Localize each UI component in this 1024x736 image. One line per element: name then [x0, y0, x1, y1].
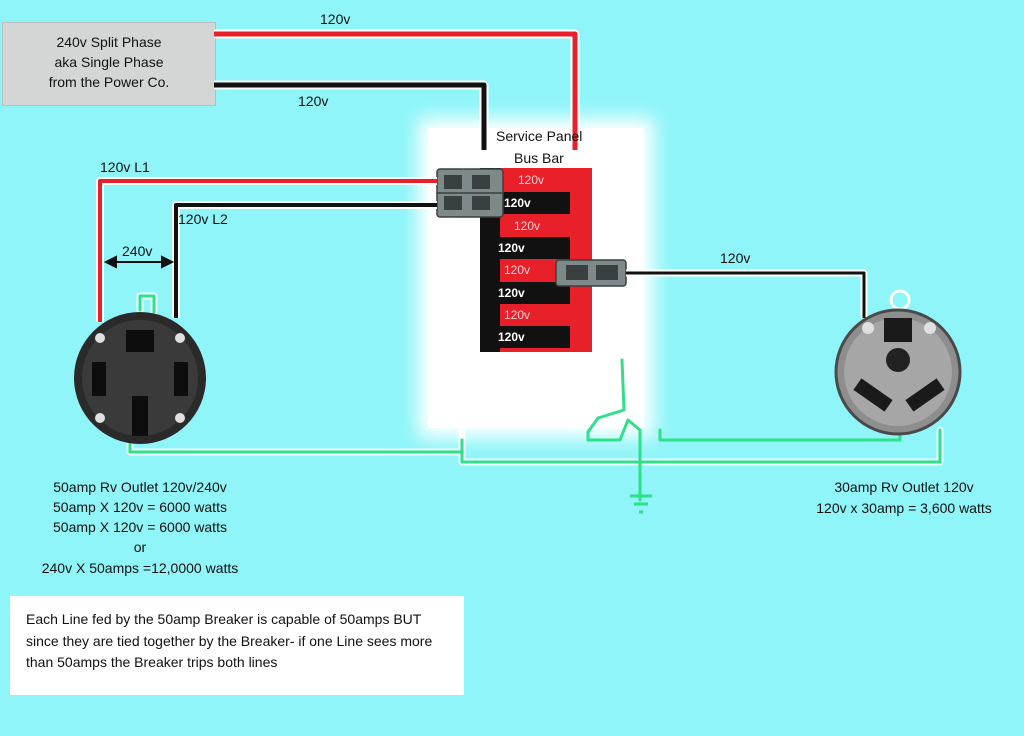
l2-black-wire [174, 203, 437, 318]
panel-subtitle: Bus Bar [514, 150, 564, 166]
label-right-out: 120v [720, 250, 751, 266]
label-top-black: 120v [298, 93, 329, 109]
ground-wire-30 [658, 426, 902, 442]
ground-symbol [630, 494, 652, 514]
outlet50-line-5: 240v X 50amps =12,0000 watts [41, 560, 239, 576]
l1-red-wire [98, 179, 437, 322]
span-240-arrow [103, 255, 175, 269]
outlet30-black-wire [626, 271, 866, 318]
outlet50-line-3: 50amp X 120v = 6000 watts [53, 519, 227, 535]
note-box: Each Line fed by the 50amp Breaker is ca… [10, 596, 464, 695]
note-line-3: than 50amps the Breaker trips both lines [26, 654, 278, 670]
outlet50-line-4: or [133, 539, 147, 555]
note-line-1: Each Line fed by the 50amp Breaker is ca… [26, 611, 422, 627]
label-240v: 240v [122, 243, 153, 259]
breaker-50amp-icon [436, 168, 504, 218]
feed-black-wire [214, 82, 487, 150]
panel-title: Service Panel [496, 128, 583, 144]
bus-label: 120v [504, 308, 531, 322]
note-line-2: since they are tied together by the Brea… [26, 633, 433, 649]
feed-red-wire [214, 31, 578, 150]
source-line-2: aka Single Phase [54, 54, 164, 70]
bus-label: 120v [504, 196, 531, 210]
bus-label: 120v [498, 330, 525, 344]
bus-label: 120v [498, 241, 525, 255]
bus-label: 120v [514, 219, 541, 233]
bus-label: 120v [504, 263, 531, 277]
source-line-3: from the Power Co. [48, 74, 170, 90]
bus-label: 120v [518, 173, 545, 187]
outlet50-line-1: 50amp Rv Outlet 120v/240v [53, 479, 227, 495]
label-top-red: 120v [320, 11, 351, 27]
ground-rod-wire [586, 358, 642, 502]
breaker-30amp-icon [555, 259, 627, 287]
source-line-1: 240v Split Phase [56, 34, 162, 50]
ground-pigtail-50 [138, 294, 156, 314]
power-source-box: 240v Split Phase aka Single Phase from t… [2, 22, 216, 106]
label-l2: 120v L2 [178, 211, 228, 227]
outlet-50amp-icon [74, 312, 206, 444]
outlet-30amp-icon [834, 289, 962, 436]
bus-label: 120v [498, 286, 525, 300]
outlet30-line-2: 120v x 30amp = 3,600 watts [816, 500, 992, 516]
outlet30-line-1: 30amp Rv Outlet 120v [834, 479, 974, 495]
label-l1: 120v L1 [100, 159, 150, 175]
outlet50-line-2: 50amp X 120v = 6000 watts [53, 499, 227, 515]
